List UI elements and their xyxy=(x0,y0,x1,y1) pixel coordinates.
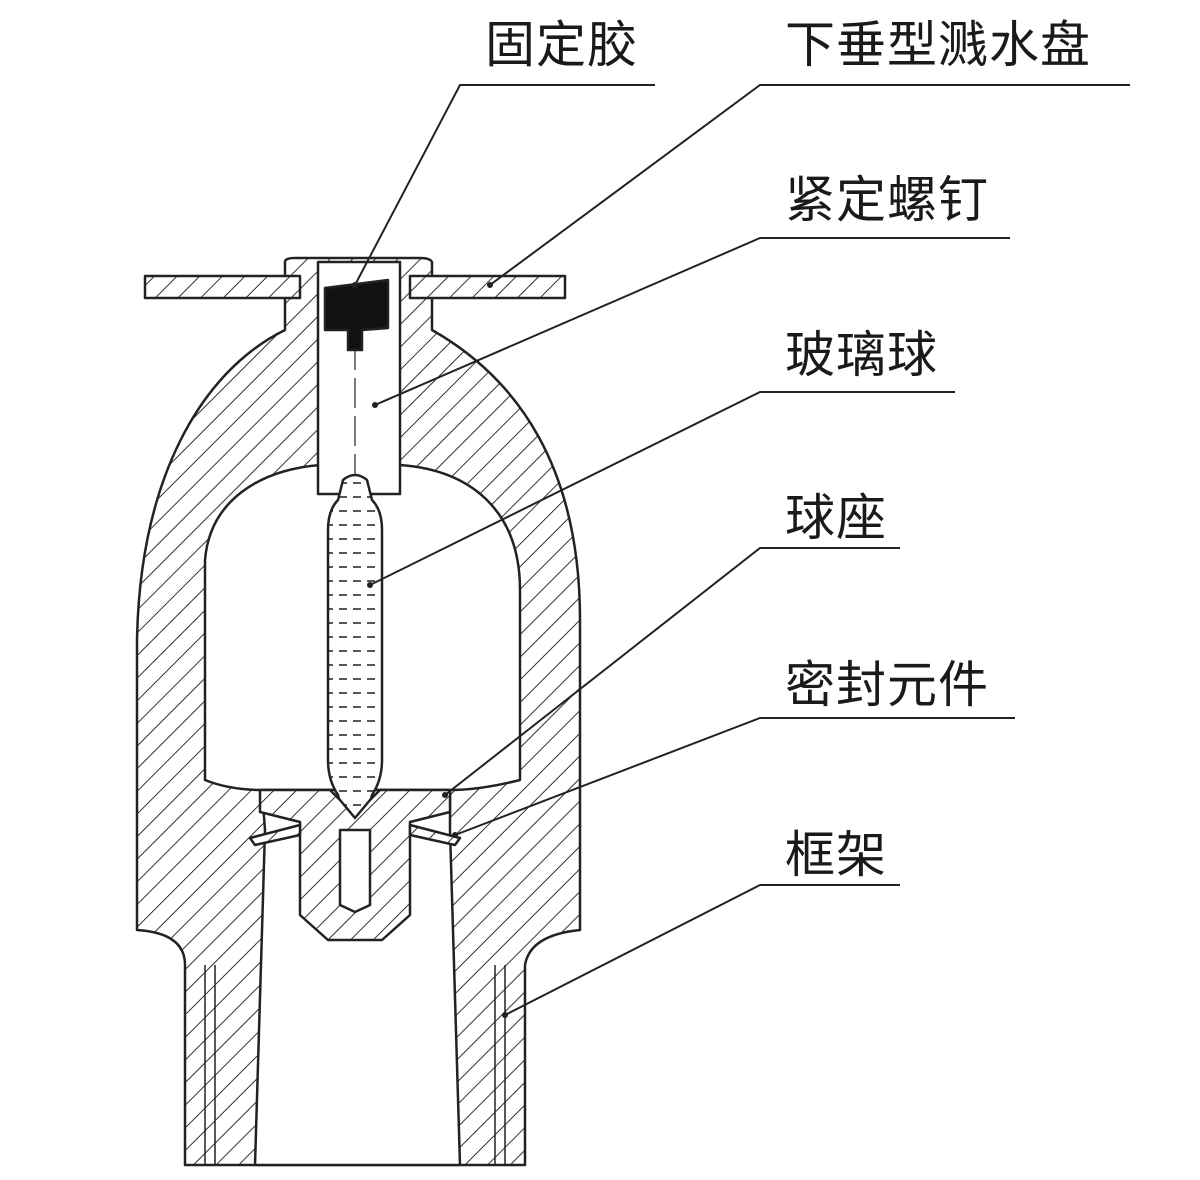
leader-fixing-glue xyxy=(354,84,655,286)
leader-set-screw xyxy=(374,237,1010,406)
seal-element-left xyxy=(248,823,302,847)
leader-glass-bulb xyxy=(369,391,955,586)
leader-bulb-seat xyxy=(444,547,900,796)
label-frame: 框架 xyxy=(785,826,887,884)
deflector-left xyxy=(143,274,302,300)
label-seal-element: 密封元件 xyxy=(785,656,989,714)
label-glass-bulb: 玻璃球 xyxy=(785,326,938,384)
label-pendent-deflector: 下垂型溅水盘 xyxy=(785,16,1091,74)
leader-seal-element xyxy=(454,717,1015,836)
label-set-screw: 紧定螺钉 xyxy=(785,171,989,229)
leader-deflector xyxy=(489,84,1130,286)
label-fixing-glue: 固定胶 xyxy=(485,16,638,74)
glass-bulb xyxy=(326,473,384,822)
label-bulb-seat: 球座 xyxy=(785,489,887,547)
seal-element-right xyxy=(408,823,462,847)
fixing-glue xyxy=(323,278,390,352)
deflector-right xyxy=(408,274,567,300)
leader-frame xyxy=(504,884,900,1016)
